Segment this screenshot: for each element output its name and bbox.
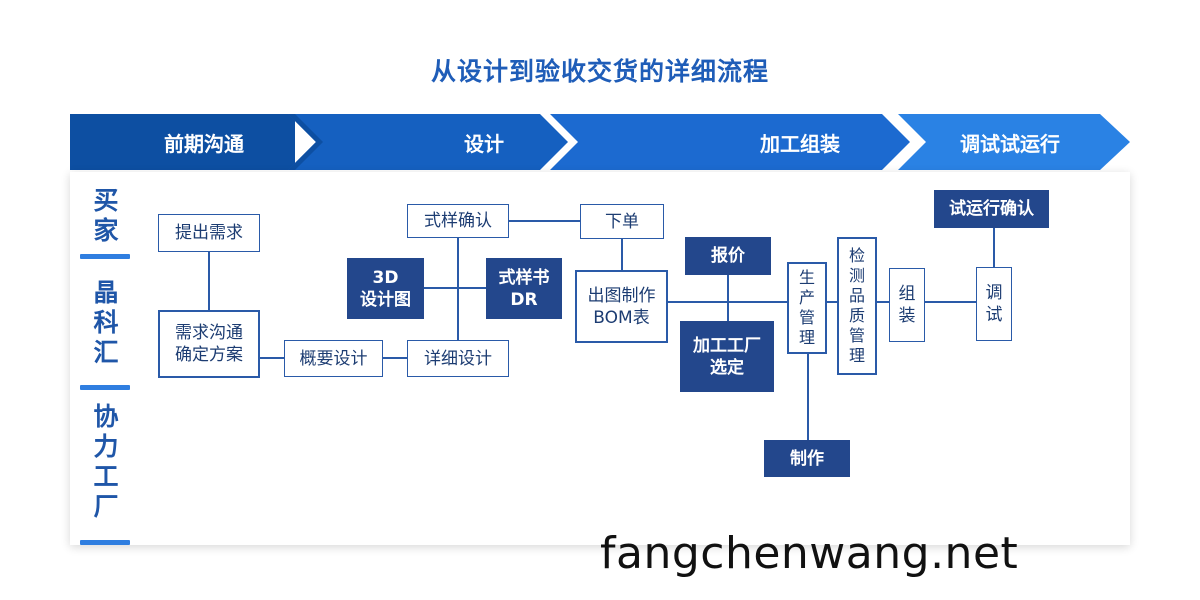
node-zhizuo: 制作 <box>764 440 850 477</box>
node-tiaoshi: 调 试 <box>976 267 1012 341</box>
phase-arrow-band <box>70 114 1130 170</box>
party-buyer: 买 家 <box>93 186 119 245</box>
party-divider-2 <box>80 385 130 390</box>
node-tichu-xuqiu: 提出需求 <box>158 214 260 252</box>
phase-arrow-4 <box>898 114 1130 170</box>
phase-label-pre: 前期沟通 <box>164 132 244 156</box>
phase-label-design: 设计 <box>464 132 504 156</box>
party-divider-1 <box>80 254 130 259</box>
party-divider-3 <box>80 540 130 545</box>
node-chutu-bom: 出图制作 BOM表 <box>575 270 668 343</box>
node-zuzhuang: 组 装 <box>889 268 925 342</box>
node-3d-design: 3D 设计图 <box>347 258 424 319</box>
node-jiance-pinzhi: 检 测 品 质 管 理 <box>837 237 877 375</box>
diagram-title: 从设计到验收交货的详细流程 <box>430 57 769 86</box>
phase-arrow-2 <box>288 114 568 170</box>
node-shiyang-queren: 式样确认 <box>407 204 509 238</box>
party-factory: 协 力 工 厂 <box>93 402 119 521</box>
phase-label-assembly: 加工组装 <box>760 132 840 156</box>
node-xiangxi-sheji: 详细设计 <box>407 340 509 377</box>
node-xiadan: 下单 <box>580 204 664 239</box>
node-shengchan-guanli: 生 产 管 理 <box>787 262 827 354</box>
phase-label-commission: 调试试运行 <box>960 132 1060 156</box>
phase-arrow-3 <box>550 114 910 170</box>
node-gaiyao-sheji: 概要设计 <box>284 340 383 377</box>
node-shiyunxing-queren: 试运行确认 <box>934 190 1049 228</box>
watermark-text: fangchenwang.net <box>600 528 1019 579</box>
party-jingkehui: 晶 科 汇 <box>93 278 119 367</box>
node-shiyangshu-dr: 式样书 DR <box>486 258 562 319</box>
node-xuqiu-fangan: 需求沟通 确定方案 <box>158 310 260 378</box>
node-baojia: 报价 <box>685 237 771 275</box>
phase-arrow-1 <box>70 114 295 170</box>
node-jiagong-xuanding: 加工工厂 选定 <box>680 321 774 392</box>
